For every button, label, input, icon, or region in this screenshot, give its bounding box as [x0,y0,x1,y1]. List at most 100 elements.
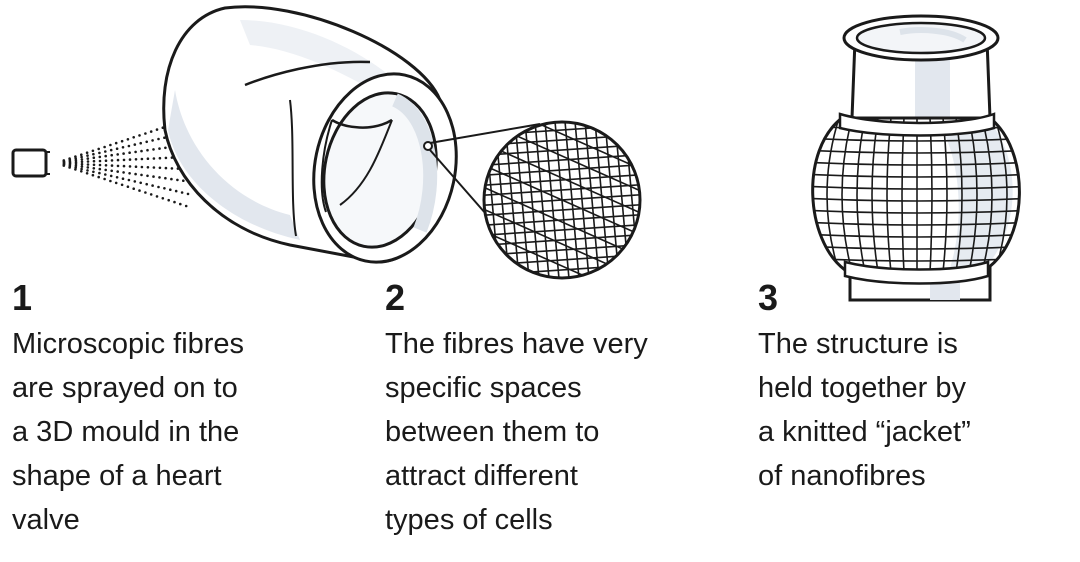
spray-dot [132,187,135,190]
spray-dot [121,177,125,180]
spray-dot [164,166,168,170]
step-description-line: a knitted “jacket” [758,416,971,448]
spray-dot [109,148,113,152]
spray-dot [174,189,178,193]
spray-dot [110,159,114,162]
spray-dot [170,167,174,170]
spray-dot [110,169,113,173]
spray-dot [97,147,100,151]
spray-dot [80,153,83,156]
fibre-line [513,122,531,278]
spray-dot [120,139,124,143]
spray-dot [182,179,185,182]
fibre-line [593,122,611,278]
spray-dot [74,158,78,162]
fibre-line [563,122,581,278]
step-3: 3 The structure is held together by a kn… [758,278,1078,498]
spray-dot [92,167,96,170]
spray-dot [157,137,160,141]
step-description-line: The fibres have very [385,328,648,360]
knit-line [841,118,853,270]
spray-dot [128,165,132,168]
knit-line [812,137,1020,142]
spray-dot [92,152,95,156]
spray-dot [104,164,108,167]
spray-dot [163,187,166,190]
spray-dot [121,146,125,149]
spray-dot [122,171,125,174]
knit-line [812,233,1020,238]
spray-dot [74,168,77,171]
step-description-line: attract different [385,460,578,492]
knit-line [1021,118,1037,272]
spray-dot [134,172,137,176]
spray-dot [98,163,102,167]
spray-dot [176,178,179,182]
spray-dot [158,176,161,179]
step-description-line: shape of a heart [12,460,222,492]
spray-dot [116,164,120,168]
spray-dot [92,170,95,174]
spray-dot [152,148,155,151]
step-description-line: are sprayed on to [12,372,238,404]
spray-dot [86,169,89,172]
spray-dot [128,172,131,175]
spray-dot [128,151,131,154]
fibre-line [484,213,640,227]
spray-dot [145,182,148,186]
step-number: 3 [758,277,779,318]
fibre-line [484,233,640,247]
spray-dot [86,163,90,166]
spray-dot [155,128,159,131]
spray-dot [140,165,144,169]
spray-dot [98,151,101,155]
spray-dot [134,165,138,168]
spray-dot [92,156,96,159]
spray-dot [155,195,159,198]
spray-nozzle-icon [11,148,50,178]
spray-dot [133,180,137,183]
spray-dot [110,153,113,157]
spray-dot [144,132,147,135]
spray-dot [126,138,130,141]
step-description-line: types of cells [385,504,553,536]
step-description-line: Microscopic fibres [12,328,245,360]
spray-dot [134,150,137,154]
spray-dot [158,166,162,170]
knit-line [871,118,879,270]
spray-dot [109,179,112,183]
spray-dot [98,171,101,175]
spray-dot [151,184,154,187]
spray-dot [74,160,78,164]
step-1: 1 Microscopic fibres are sprayed on to a… [12,278,332,542]
spray-dot [109,174,113,178]
spray-dot [80,167,83,171]
spray-dot [85,172,89,175]
spray-dot [164,176,167,180]
spray-dot [110,164,114,167]
spray-dot [133,143,137,146]
spray-dot [138,189,141,192]
spray-dot [149,130,153,133]
fibre-line [484,159,640,241]
spray-dot [114,141,118,145]
spray-dot [98,155,102,159]
spray-dot [80,162,84,166]
spray-dot [158,147,161,150]
spray-dot [62,164,66,167]
fibre-line [484,153,640,167]
spray-dot [109,143,112,147]
fibre-line [484,183,640,197]
spray-dot [80,165,84,168]
step-2: 2 The fibres have very specific spaces b… [385,278,705,542]
knit-line [812,245,1020,250]
spray-dot [149,193,153,196]
fibre-line [484,122,640,175]
spray-dot [152,157,156,160]
spray-dot [146,174,149,178]
spray-dot [114,181,118,185]
spray-dot [158,156,162,160]
knit-line [812,149,1020,154]
spray-dot [80,160,84,164]
